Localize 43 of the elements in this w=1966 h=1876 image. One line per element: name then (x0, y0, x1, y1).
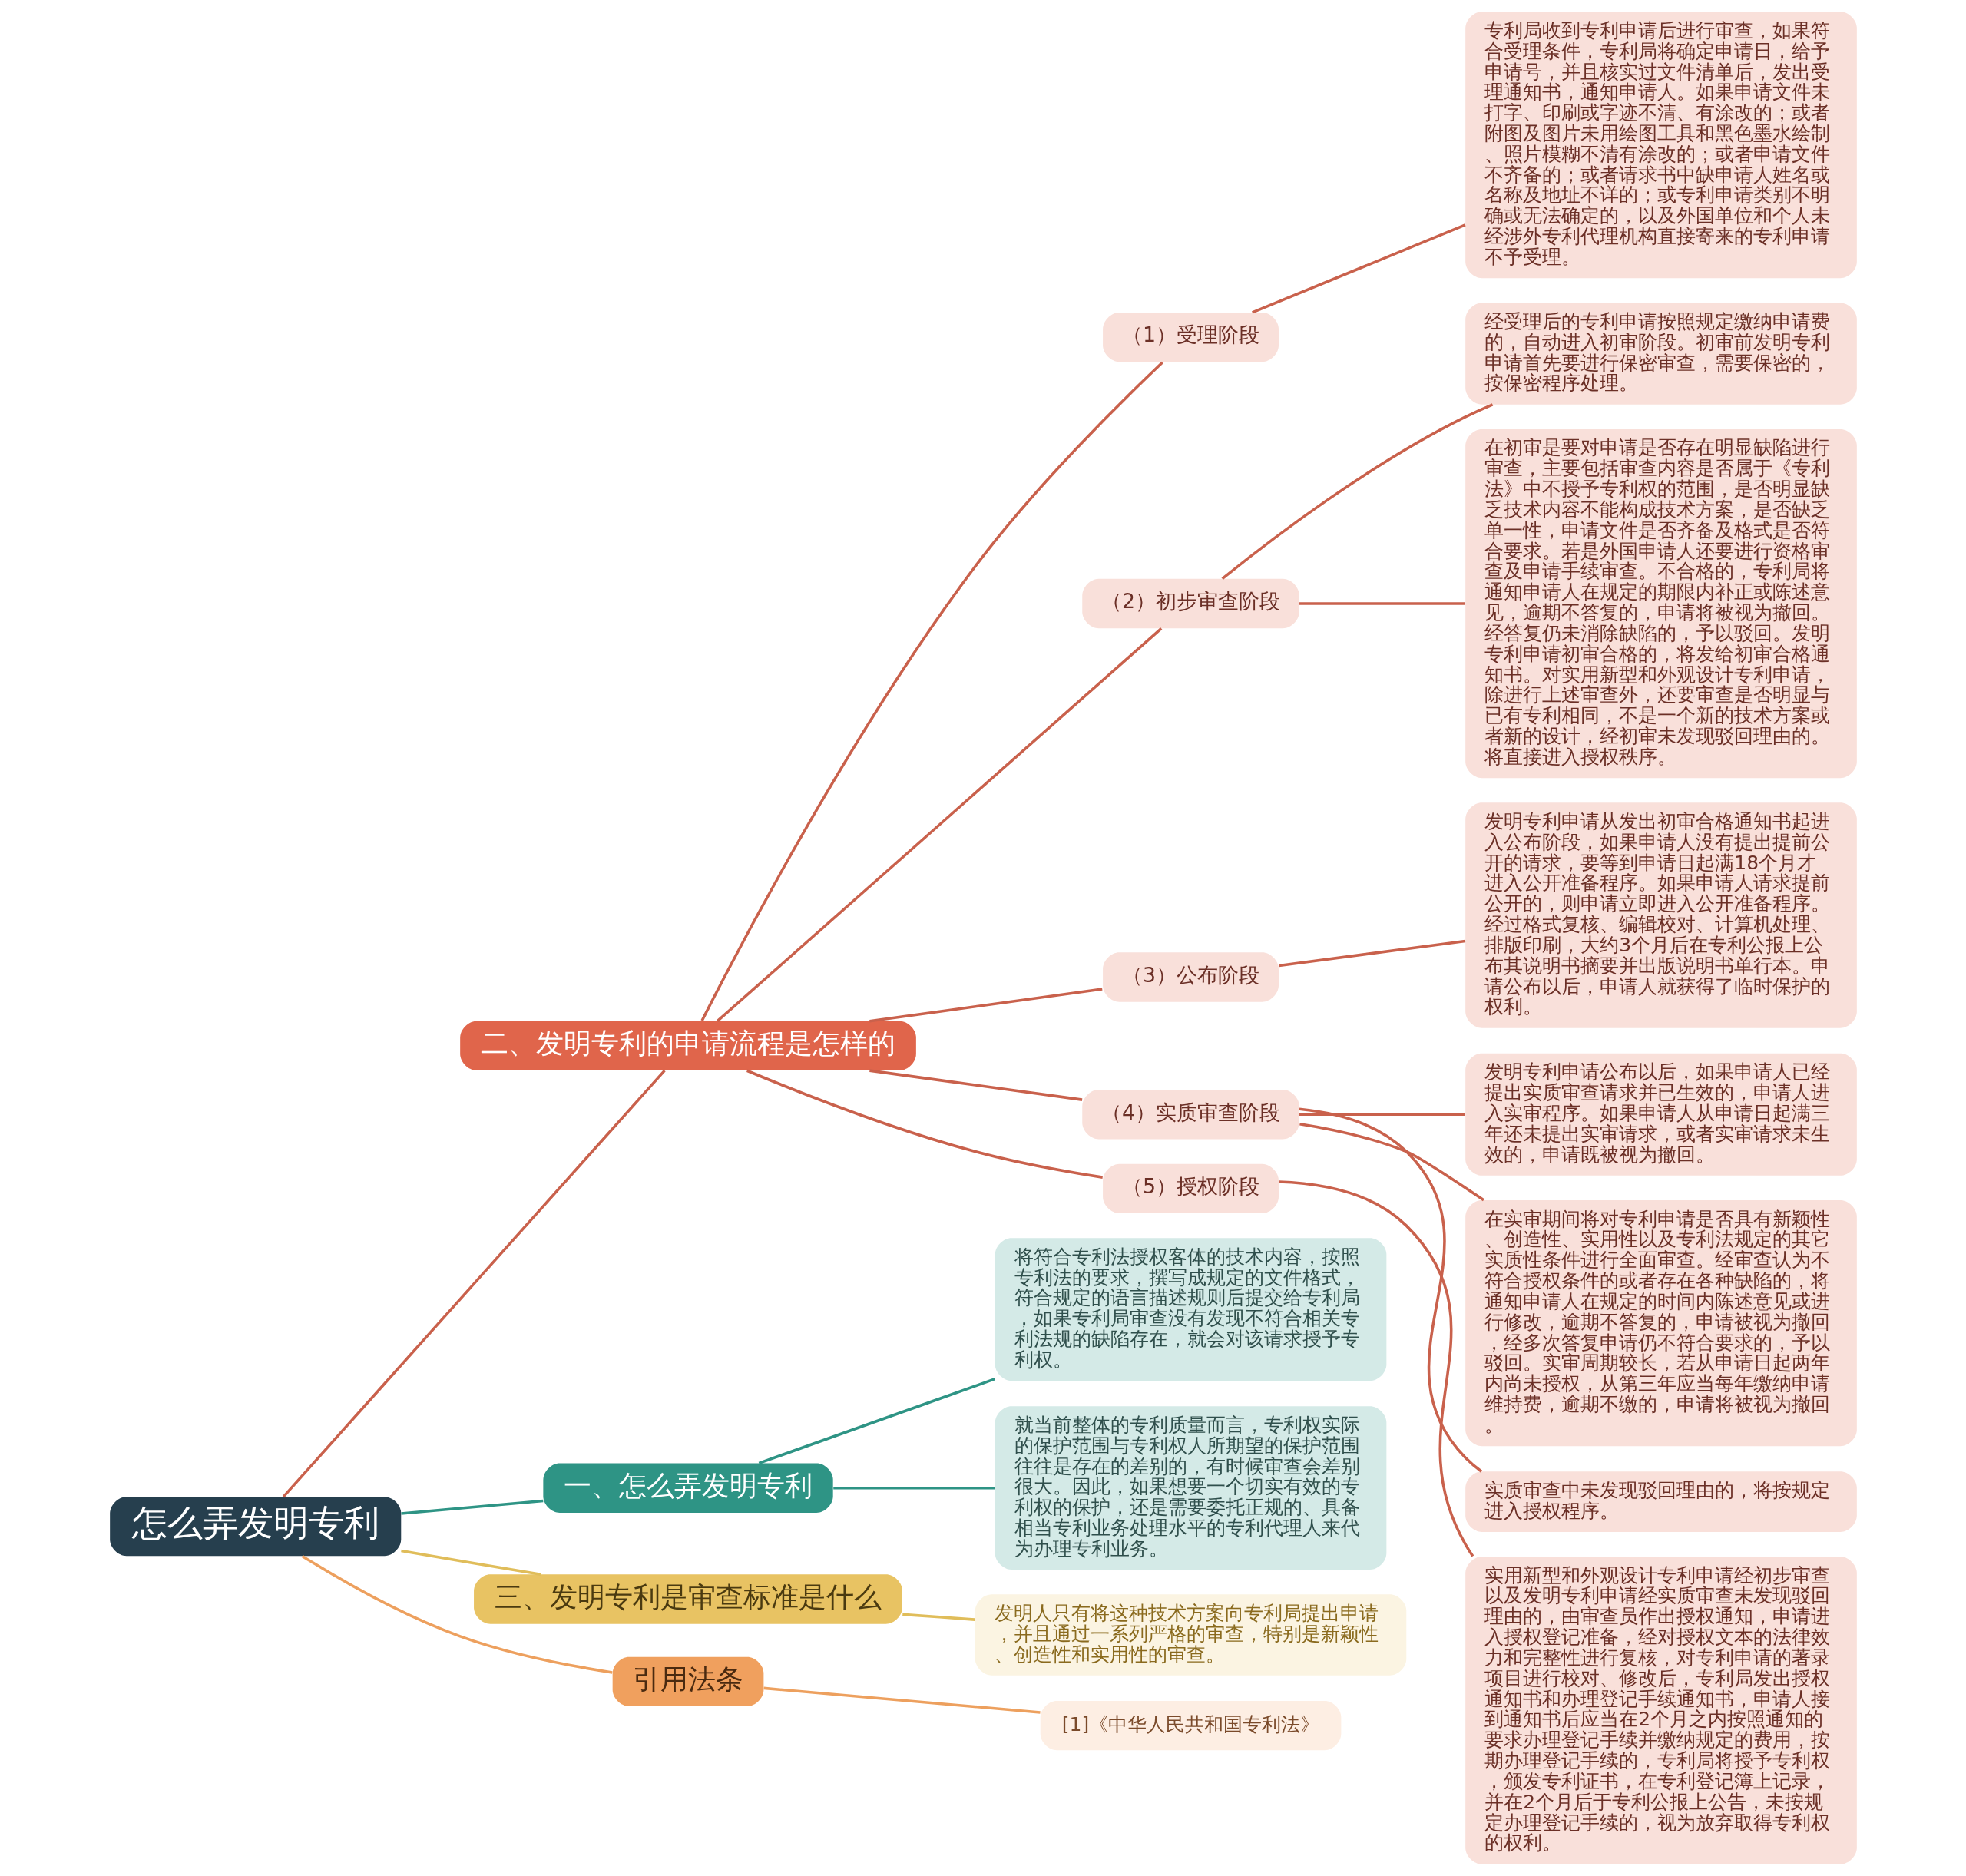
connector (301, 1554, 613, 1674)
node-box: 实质审查中未发现驳回理由的，将按规定进入授权程序。 (1465, 1471, 1857, 1532)
node-box: 发明专利申请从发出初审合格通知书起进入公布阶段，如果申请人没有提出提前公开的请求，要等到申请日起满18个月才进入公开准备程序。如果申请人请求提前公开的，则申请立即进入公开准备程序。经过格式复核、编辑校对、计算机处理、排版印刷，大约3个月后在专利公报上公布其说明书摘要并出版说明书单行本。申请公布以后，申请人就获得了临时保护的权利。 (1465, 802, 1857, 1028)
node-box: （3）公布阶段 (1102, 952, 1279, 1002)
node-box: 发明专利申请公布以后，如果申请人已经提出实质审查请求并已生效的，申请人进入实审程序。如果申请人从申请日起满三年还未提出实审请求，或者实审请求未生效的，申请既被视为撤回。 (1465, 1053, 1857, 1176)
connector (700, 361, 1163, 1021)
connector (763, 1686, 1041, 1714)
connector (746, 1069, 1103, 1179)
connector (1278, 939, 1465, 968)
node-box: （1）受理阶段 (1102, 312, 1279, 362)
node-box: 三、发明专利是审查标准是什么 (473, 1574, 902, 1624)
connector (400, 1549, 541, 1577)
connector (758, 1377, 995, 1465)
connector (1299, 1122, 1484, 1202)
node-box: [1]《中华人民共和国专利法》 (1040, 1700, 1341, 1751)
connector (716, 627, 1162, 1023)
connector (832, 1486, 995, 1490)
node-box: （2）初步审查阶段 (1081, 578, 1299, 629)
connector (1278, 1180, 1474, 1557)
node-box: 发明人只有将这种技术方案向专利局提出申请，并且通过一系列严格的审查，特别是新颖性、创造性和实用性的审查。 (975, 1594, 1406, 1676)
node-box: 一、怎么弄发明专利 (542, 1463, 833, 1513)
node-box: （4）实质审查阶段 (1081, 1090, 1299, 1140)
node-box: 怎么弄发明专利 (109, 1497, 401, 1557)
connector (869, 988, 1102, 1023)
node-box: 经受理后的专利申请按照规定缴纳申请费的，自动进入初审阶段。初审前发明专利申请首先要进行保密审查，需要保密的，按保密程序处理。 (1465, 303, 1857, 405)
connector (1251, 223, 1466, 314)
node-box: 将符合专利法授权客体的技术内容，按照专利法的要求，撰写成规定的文件格式，符合规定的语言描述规则后提交给专利局，如果专利局审查没有发现不符合相关专利法规的缺陷存在，就会对该请求授予专利权。 (995, 1238, 1386, 1381)
connector (1299, 1107, 1482, 1473)
node-box: 在初审是要对申请是否存在明显缺陷进行审查，主要包括审查内容是否属于《专利法》中不授予专利权的范围，是否明显缺乏技术内容不能构成技术方案，是否缺乏单一性，申请文件是否齐备及格式是否符合要求。若是外国申请人还要进行资格审查及申请手续审查。不合格的，专利局将通知申请人在规定的期限内补正或陈述意见，逾期不答复的，申请将被视为撤回。经答复仍未消除缺陷的，予以驳回。发明专利申请初审合格的，将发给初审合格通知书。对实用新型和外观设计专利申请，除进行上述审查外，还要审查是否明显与已有专利相同，不是一个新的技术方案或者新的设计，经初审未发现驳回理由的。将直接进入授权秩序。 (1465, 428, 1857, 779)
node-box: 就当前整体的专利质量而言，专利权实际的保护范围与专利权人所期望的保护范围往往是存在的差别的，有时候审查会差别很大。因此，如果想要一个切实有效的专利权的保护，还是需要委托正规的、具备相当专利业务处理水平的专利代理人来代为办理专利业务。 (995, 1406, 1386, 1570)
connector (869, 1069, 1082, 1101)
connector (1299, 1113, 1465, 1117)
node-box: 实用新型和外观设计专利申请经初步审查以及发明专利申请经实质审查未发现驳回理由的，由审查员作出授权通知，申请进入授权登记准备，经对授权文本的法律效力和完整性进行复核，对专利申请的著录项目进行校对、修改后，专利局发出授权通知书和办理登记手续通知书，申请人接到通知书后应当在2个月之内按照通知的要求办理登记手续并缴纳规定的费用，按期办理登记手续的，专利局将授予专利权，颁发专利证书，在专利登记簿上记录，并在2个月后于专利公报上公告，未按规定办理登记手续的，视为放弃取得专利权的权利。 (1465, 1557, 1857, 1864)
connector (282, 1069, 666, 1498)
connector (400, 1499, 543, 1515)
node-box: （5）授权阶段 (1102, 1163, 1279, 1214)
node-box: 专利局收到专利申请后进行审查，如果符合受理条件，专利局将确定申请日，给予申请号，并且核实过文件清单后，发出受理通知书，通知申请人。如果申请文件未打字、印刷或字迹不清、有涂改的；或者附图及图片未用绘图工具和黑色墨水绘制、照片模糊不清有涂改的；或者申请文件不齐备的；或者请求书中缺申请人姓名或名称及地址不详的；或专利申请类别不明确或无法确定的，以及外国单位和个人未经涉外专利代理机构直接寄来的专利申请不予受理。 (1465, 12, 1857, 279)
connector (1299, 602, 1465, 605)
node-box: 引用法条 (612, 1656, 763, 1707)
connector (1221, 403, 1493, 580)
node-box: 二、发明专利的申请流程是怎样的 (459, 1021, 916, 1071)
node-box: 在实审期间将对专利申请是否具有新颖性、创造性、实用性以及专利法规定的其它实质性条件进行全面审查。经审查认为不符合授权条件的或者存在各种缺陷的，将通知申请人在规定的时间内陈述意见或进行修改，逾期不答复的，申请被视为撤回，经多次答复申请仍不符合要求的，予以驳回。实审周期较长，若从申请日起两年内尚未授权，从第三年应当每年缴纳申请维持费，逾期不缴的，申请将被视为撤回。 (1465, 1200, 1857, 1447)
connector (902, 1613, 975, 1621)
